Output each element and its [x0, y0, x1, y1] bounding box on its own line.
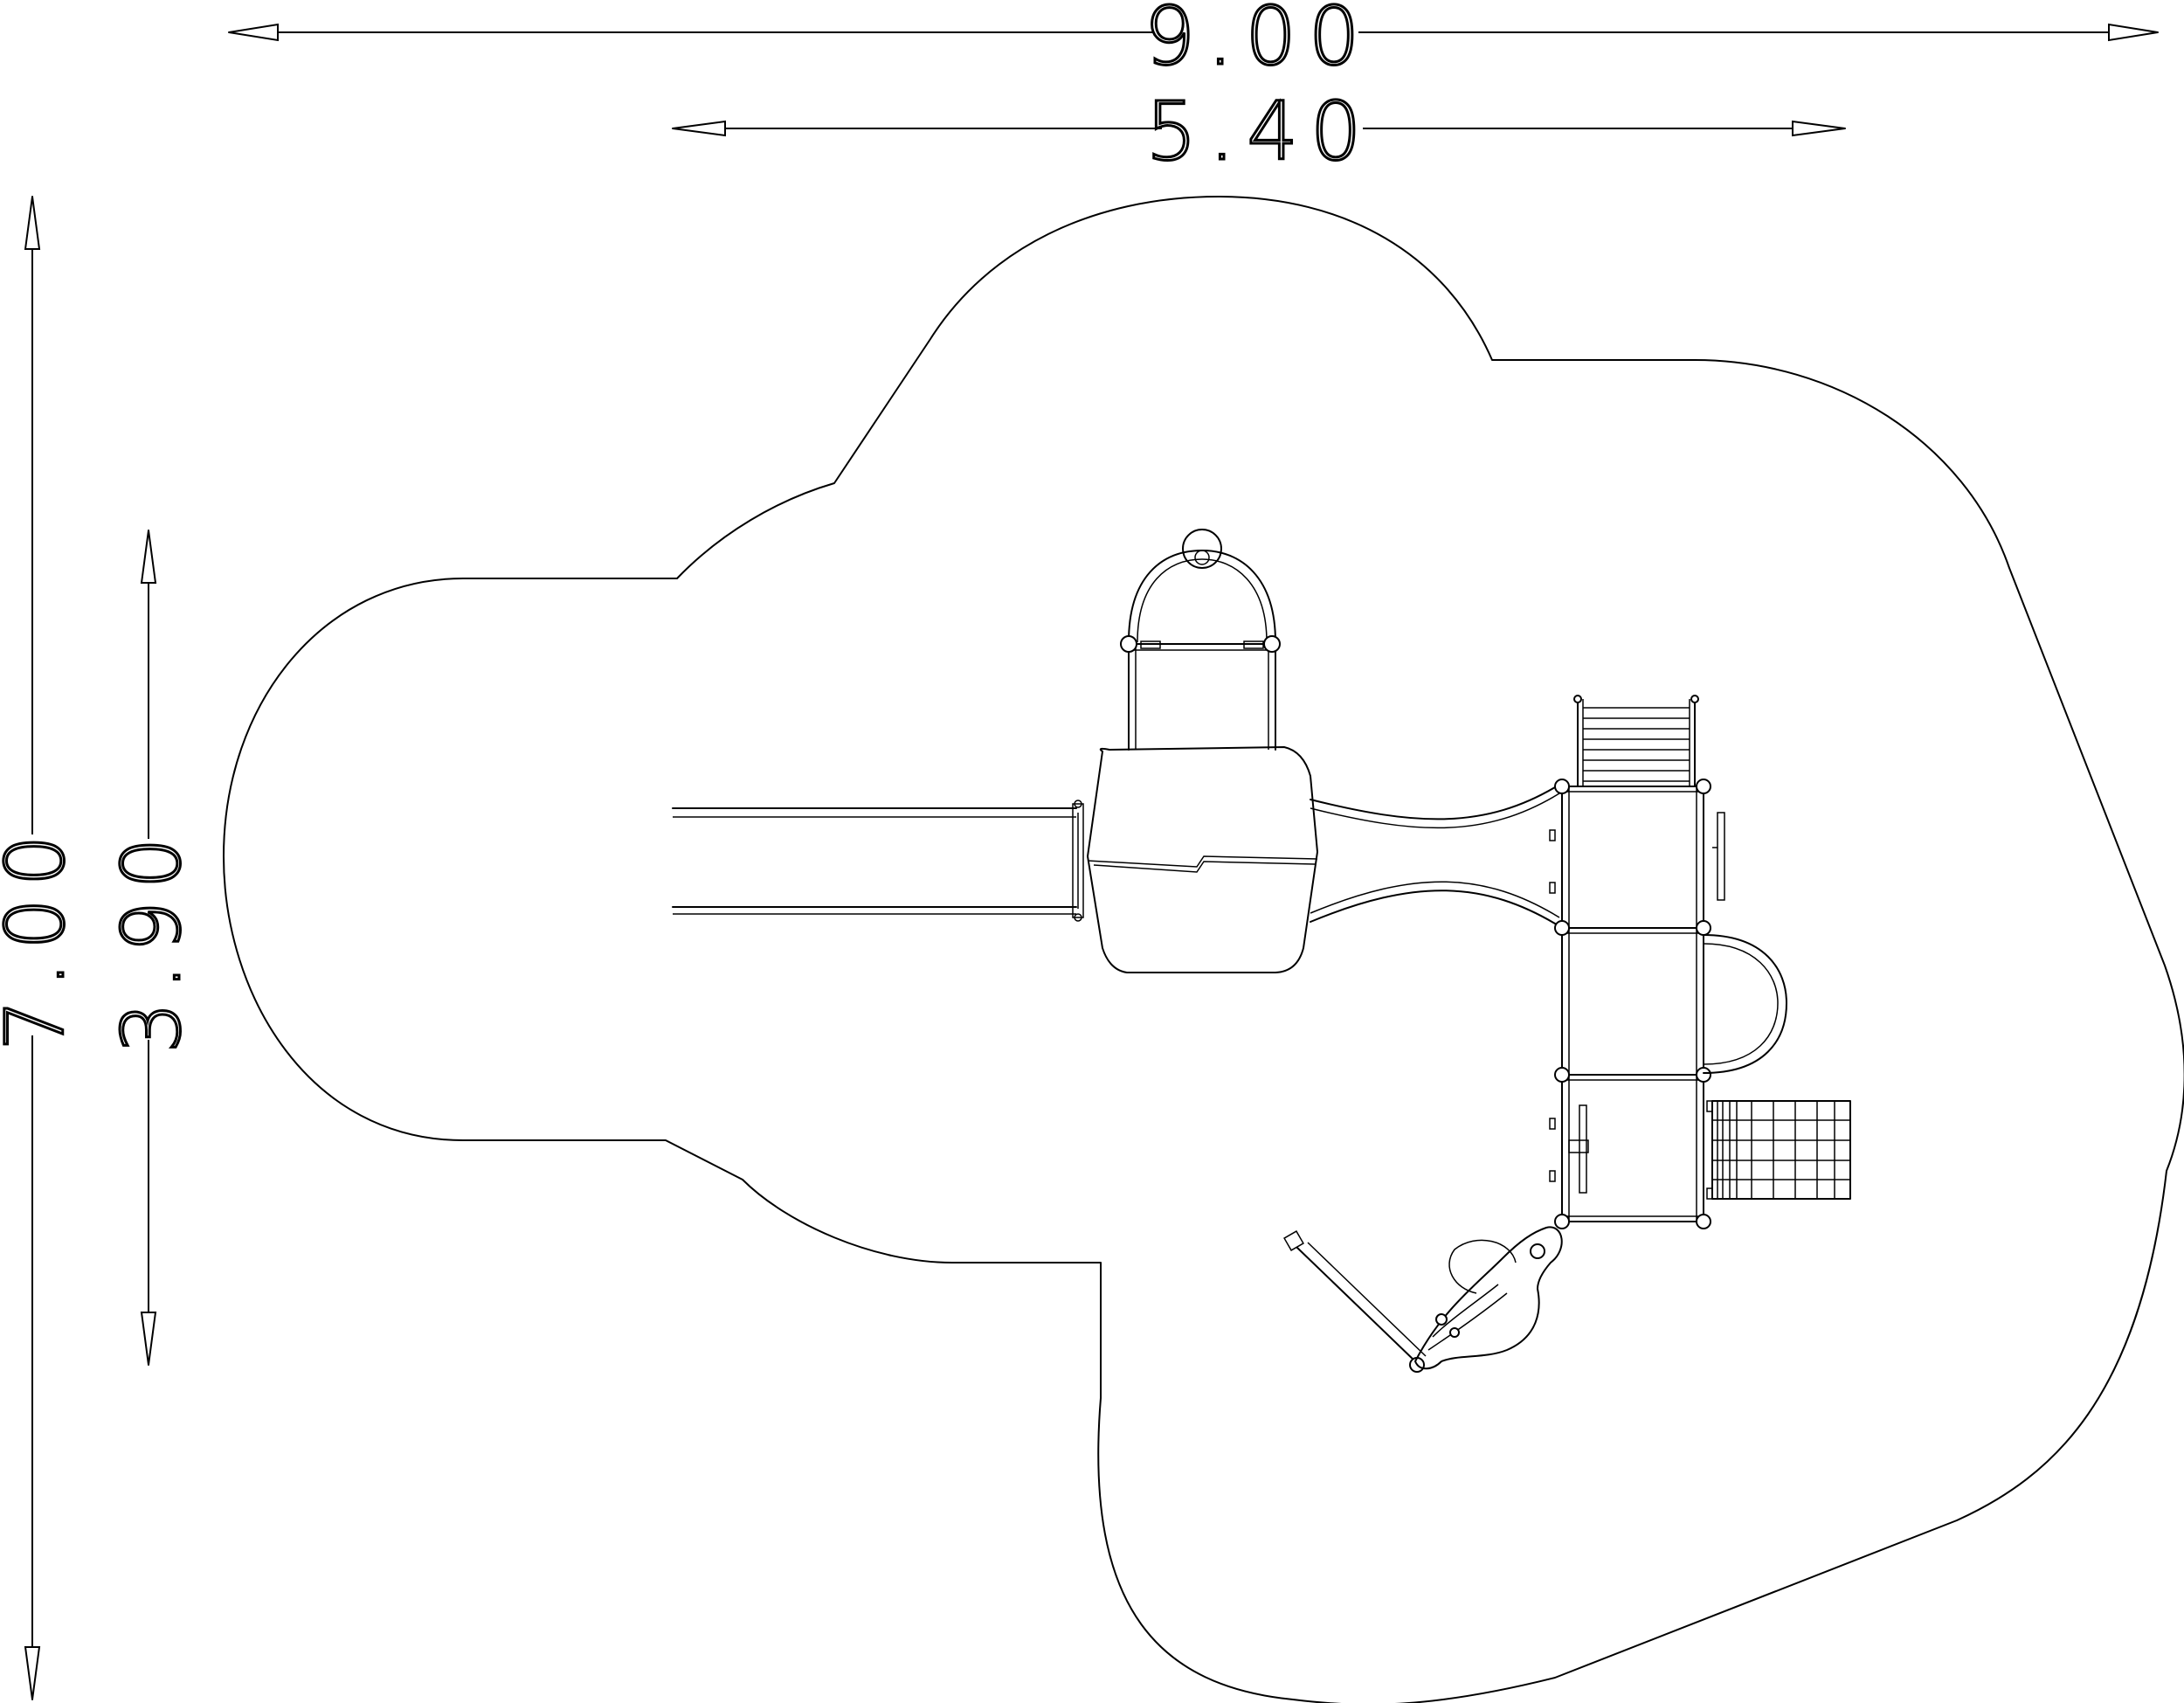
dimension-overall-depth-label: 7.00	[0, 823, 82, 1051]
dimension-overall-width-label: 9.00	[1144, 0, 1372, 83]
slide	[672, 800, 1084, 922]
dimension-overall-depth: 7.00	[0, 196, 84, 1700]
dimension-structure-width-label: 5.40	[1146, 85, 1374, 178]
curved-bridge	[1310, 784, 1560, 927]
crawl-tube	[1414, 1226, 1563, 1370]
climbing-net	[1711, 1100, 1851, 1200]
ladder	[1573, 695, 1699, 787]
safety-zone-outline	[223, 196, 2184, 1703]
dimension-structure-width: 5.40	[672, 84, 1846, 180]
half-round-arch	[1703, 934, 1787, 1074]
dimension-structure-depth: 3.90	[104, 530, 200, 1366]
arch-frame	[1120, 529, 1281, 751]
tower-modules	[1549, 779, 1713, 1229]
dimension-overall-width: 9.00	[228, 0, 2159, 85]
diagonal-pole	[1283, 1230, 1427, 1373]
central-roof	[1086, 745, 1319, 973]
play-panel	[1568, 1104, 1589, 1194]
side-panel	[1712, 812, 1725, 901]
dimension-structure-depth-label: 3.90	[105, 826, 198, 1054]
